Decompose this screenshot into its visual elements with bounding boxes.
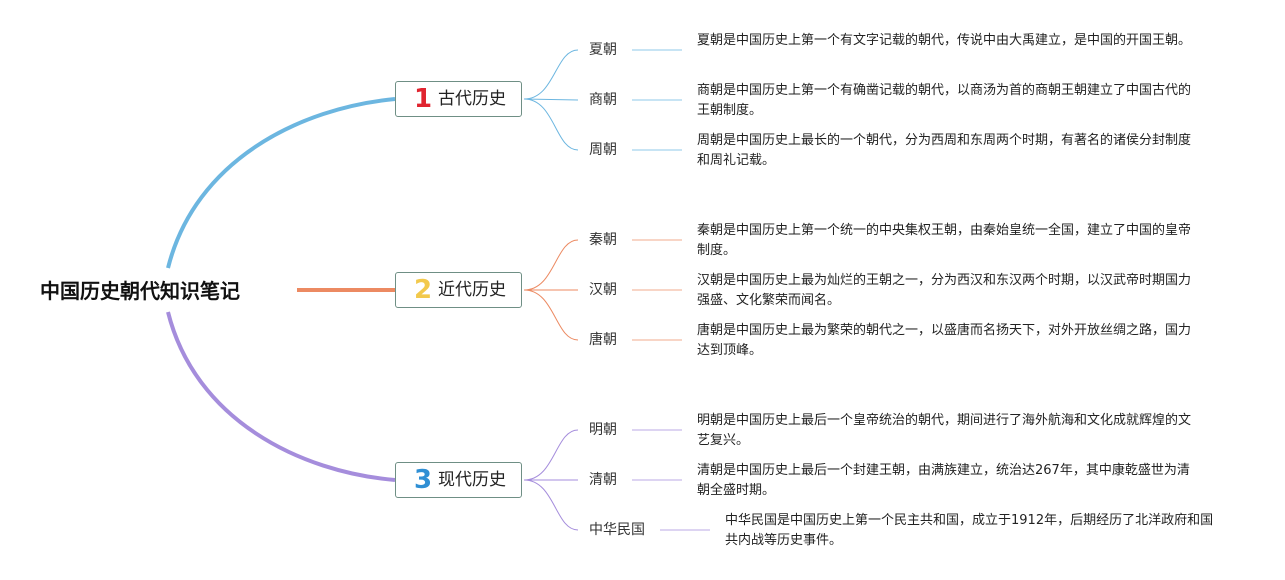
leaf-zhou[interactable]: 周朝 — [589, 142, 617, 158]
branch1-link-0 — [523, 49, 579, 100]
branch-number-badge: 3 — [414, 465, 433, 495]
branch3-link-2 — [523, 479, 579, 531]
leaf-ming[interactable]: 明朝 — [589, 422, 617, 438]
desc-qing: 清朝是中国历史上最后一个封建王朝，由满族建立，统治达267年，其中康乾盛世为清朝… — [697, 463, 1190, 498]
leaf-han[interactable]: 汉朝 — [589, 282, 617, 298]
leaf-shang[interactable]: 商朝 — [589, 92, 617, 108]
branch-number-badge: 1 — [414, 84, 433, 114]
branch-label: 近代历史 — [438, 280, 506, 300]
desc-han: 汉朝是中国历史上最为灿烂的王朝之一，分为西汉和东汉两个时期，以汉武帝时期国力强盛… — [697, 273, 1192, 308]
root-link-3 — [166, 311, 396, 482]
leaf-qin[interactable]: 秦朝 — [589, 232, 617, 248]
branch2-link-2 — [523, 289, 579, 341]
desc-qin: 秦朝是中国历史上第一个统一的中央集权王朝，由秦始皇统一全国，建立了中国的皇帝制度… — [697, 223, 1192, 258]
desc-tang: 唐朝是中国历史上最为繁荣的朝代之一，以盛唐而名扬天下，对外开放丝绸之路，国力达到… — [697, 323, 1192, 358]
branch-label: 现代历史 — [438, 470, 506, 490]
desc-roc: 中华民国是中国历史上第一个民主共和国，成立于1912年，后期经历了北洋政府和国共… — [725, 513, 1214, 548]
desc-xia: 夏朝是中国历史上第一个有文字记载的朝代，传说中由大禹建立，是中国的开国王朝。 — [697, 33, 1192, 48]
leaf-xia[interactable]: 夏朝 — [589, 42, 617, 58]
desc-shang: 商朝是中国历史上第一个有确凿记载的朝代，以商汤为首的商朝王朝建立了中国古代的王朝… — [697, 83, 1192, 118]
leaf-roc[interactable]: 中华民国 — [589, 522, 645, 538]
branch-number-badge: 2 — [414, 275, 433, 305]
branch1-link-2 — [523, 98, 579, 151]
branch2-link-0 — [523, 239, 579, 291]
branch-ancient-history[interactable]: 1 古代历史 — [395, 81, 522, 117]
branch-label: 古代历史 — [438, 89, 506, 109]
branch-contemporary-history[interactable]: 3 现代历史 — [395, 462, 522, 498]
leaf-qing[interactable]: 清朝 — [589, 472, 617, 488]
branch-modern-history[interactable]: 2 近代历史 — [395, 272, 522, 308]
root-title[interactable]: 中国历史朝代知识笔记 — [40, 279, 240, 303]
root-link-1 — [166, 97, 396, 269]
desc-ming: 明朝是中国历史上最后一个皇帝统治的朝代，期间进行了海外航海和文化成就辉煌的文艺复… — [697, 413, 1192, 448]
leaf-tang[interactable]: 唐朝 — [589, 332, 617, 348]
branch1-link-1 — [523, 98, 579, 101]
desc-zhou: 周朝是中国历史上最长的一个朝代，分为西周和东周两个时期，有著名的诸侯分封制度和周… — [697, 133, 1192, 168]
branch3-link-0 — [523, 429, 579, 481]
